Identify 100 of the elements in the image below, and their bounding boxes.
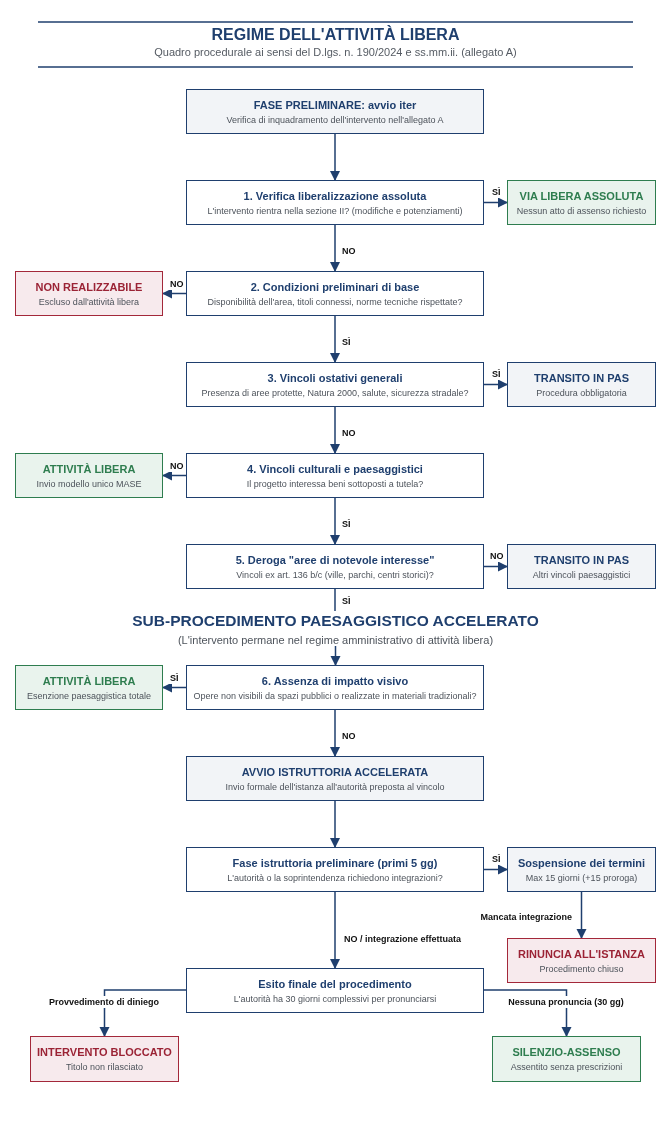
- node-title: SUB-PROCEDIMENTO PAESAGGISTICO ACCELERATO: [132, 611, 539, 630]
- node-title: TRANSITO IN PAS: [534, 553, 629, 566]
- node-title: TRANSITO IN PAS: [534, 371, 629, 384]
- arrow: [329, 891, 341, 970]
- process-box: [186, 544, 484, 589]
- node-title: NON REALIZZABILE: [35, 280, 143, 293]
- edge-label: Nessuna pronuncia (30 gg): [506, 996, 626, 1008]
- node-description: Vincoli ex art. 136 b/c (ville, parchi, centri storici)?: [236, 569, 434, 580]
- arrow: [483, 379, 509, 390]
- arrow: [161, 470, 187, 481]
- process-box: [186, 362, 484, 407]
- node-description: Procedura obbligatoria: [536, 387, 627, 398]
- node-title: RINUNCIA ALL'ISTANZA: [518, 947, 645, 960]
- node-title: VIA LIBERA ASSOLUTA: [519, 189, 644, 202]
- node-description: (L'intervento permane nel regime amministrativo di attività libera): [177, 633, 494, 646]
- outcome-box: [15, 453, 163, 498]
- arrow: [329, 224, 341, 273]
- process-box: [186, 271, 484, 316]
- outcome-box: [30, 1036, 179, 1082]
- arrow: [329, 800, 341, 849]
- node-description: Il progetto interessa beni sottoposti a tutela?: [246, 478, 424, 489]
- node-title: 2. Condizioni preliminari di base: [250, 280, 420, 293]
- outcome-box: [15, 665, 163, 710]
- arrow: [483, 864, 509, 875]
- node-description: Procedimento chiuso: [539, 963, 624, 974]
- node-description: L'autorità o la soprintendenza richiedono integrazioni?: [227, 872, 443, 883]
- edge-label: NO: [340, 427, 358, 439]
- outcome-box: [507, 180, 656, 225]
- node-description: L'autorità ha 30 giorni complessivi per pronunciarsi: [233, 993, 437, 1004]
- outcome-box: [492, 1036, 641, 1082]
- arrow: [329, 315, 341, 364]
- arrow: [99, 989, 187, 1038]
- edge-label: SÌ: [490, 186, 503, 198]
- edge-label: NO: [340, 730, 358, 742]
- node-title: Esito finale del procedimento: [258, 977, 412, 990]
- outcome-box: [15, 271, 163, 316]
- node-description: Opere non visibili da spazi pubblici o realizzate in materiali tradizionali?: [193, 690, 477, 701]
- subtitle: Quadro procedurale ai sensi del D.lgs. n. 190/2024 e ss.mm.ii. (allegato A): [153, 46, 518, 58]
- process-box: [186, 665, 484, 710]
- edge-label: NO / integrazione effettuata: [342, 933, 463, 945]
- node-description: L'intervento rientra nella sezione II? (modifiche e potenziamenti): [207, 205, 463, 216]
- arrow: [161, 288, 187, 299]
- node-description: Presenza di aree protette, Natura 2000, salute, sicurezza stradale?: [201, 387, 469, 398]
- edge-label: SÌ: [490, 368, 503, 380]
- edge-label: SÌ: [340, 336, 353, 348]
- arrow: [329, 497, 341, 546]
- process-box: [186, 180, 484, 225]
- node-description: Invio modello unico MASE: [36, 478, 142, 489]
- edge-label: NO: [168, 278, 186, 290]
- node-description: Invio formale dell'istanza all'autorità preposta al vincolo: [225, 781, 445, 792]
- process-box: [186, 756, 484, 801]
- page-title: REGIME DELL'ATTIVITÀ LIBERA: [210, 26, 461, 44]
- process-box: [186, 453, 484, 498]
- edge-label: NO: [488, 550, 506, 562]
- process-box: [186, 968, 484, 1013]
- process-box: [186, 89, 484, 134]
- edge-label: Provvedimento di diniego: [47, 996, 161, 1008]
- node-title: Fase istruttoria preliminare (primi 5 gg): [232, 856, 438, 869]
- node-title: 3. Vincoli ostativi generali: [267, 371, 403, 384]
- node-description: Verifica di inquadramento dell'intervento nell'allegato A: [226, 114, 444, 125]
- node-description: Assentito senza prescrizioni: [510, 1062, 623, 1072]
- node-title: 4. Vincoli culturali e paesaggistici: [247, 462, 423, 475]
- arrow: [483, 197, 509, 208]
- connector-line: [334, 588, 336, 612]
- edge-label: NO: [340, 245, 358, 257]
- edge-label: SÌ: [340, 595, 353, 607]
- node-title: SILENZIO-ASSENSO: [512, 1046, 621, 1058]
- node-description: Nessun atto di assenso richiesto: [516, 205, 647, 216]
- node-description: Max 15 giorni (+15 proroga): [525, 872, 638, 883]
- arrow: [330, 645, 341, 667]
- node-description: Escluso dall'attività libera: [38, 296, 140, 307]
- arrow: [329, 406, 341, 455]
- arrow: [161, 682, 187, 693]
- node-title: Sospensione dei termini: [517, 856, 646, 869]
- outcome-box: [507, 938, 656, 983]
- arrow: [483, 561, 509, 572]
- node-title: INTERVENTO BLOCCATO: [37, 1046, 172, 1058]
- arrow: [329, 133, 341, 182]
- node-title: ATTIVITÀ LIBERA: [42, 462, 136, 475]
- node-title: AVVIO ISTRUTTORIA ACCELERATA: [241, 765, 429, 778]
- arrow: [576, 891, 587, 940]
- process-box: [507, 847, 656, 892]
- node-title: 6. Assenza di impatto visivo: [261, 674, 409, 687]
- node-title: ATTIVITÀ LIBERA: [42, 674, 136, 687]
- process-box: [507, 362, 656, 407]
- edge-label: SÌ: [490, 853, 503, 865]
- arrow: [329, 709, 341, 758]
- node-title: 1. Verifica liberalizzazione assoluta: [243, 189, 427, 202]
- node-description: Esenzione paesaggistica totale: [26, 690, 152, 701]
- node-description: Altri vincoli paesaggistici: [532, 569, 631, 580]
- edge-label: Mancata integrazione: [478, 911, 574, 923]
- edge-label: SÌ: [340, 518, 353, 530]
- node-title: FASE PRELIMINARE: avvio iter: [253, 98, 417, 111]
- node-description: Titolo non rilasciato: [65, 1062, 144, 1072]
- node-description: Disponibilità dell'area, titoli connessi, norme tecniche rispettate?: [207, 296, 463, 307]
- arrow: [483, 989, 572, 1038]
- process-box: [186, 847, 484, 892]
- node-title: 5. Deroga "aree di notevole interesse": [235, 553, 435, 566]
- edge-label: NO: [168, 460, 186, 472]
- process-box: [507, 544, 656, 589]
